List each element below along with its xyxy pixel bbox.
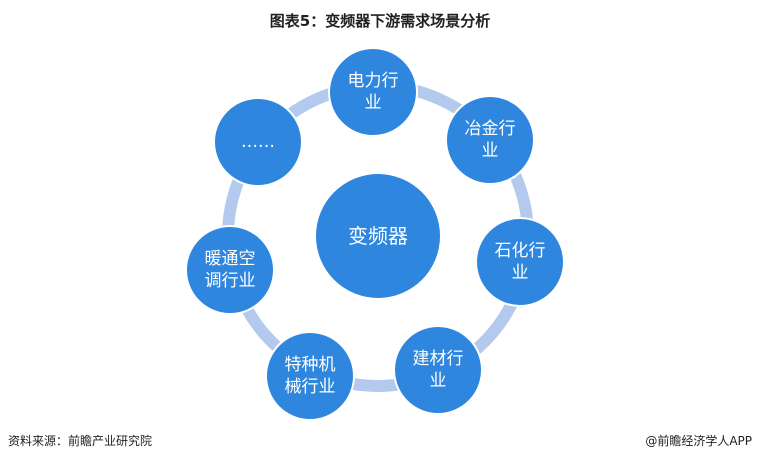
outer-node-label: 建材行 <box>413 349 464 369</box>
outer-node-label: 业 <box>430 371 447 391</box>
figure-title: 图表5：变频器下游需求场景分析 <box>269 12 491 30</box>
outer-node-label: …… <box>241 132 275 152</box>
outer-node-label: 石化行 <box>495 241 546 261</box>
outer-node: …… <box>213 97 303 187</box>
outer-node-label: 业 <box>365 93 382 113</box>
outer-node-label: 调行业 <box>205 271 256 291</box>
outer-node-label: 械行业 <box>285 377 336 397</box>
brand-note: @前瞻经济学人APP <box>645 434 752 448</box>
center-node-label: 变频器 <box>348 224 408 248</box>
outer-node-label: 业 <box>512 263 529 283</box>
outer-node-label: 业 <box>482 141 499 161</box>
outer-node-label: 冶金行 <box>465 119 516 139</box>
source-note: 资料来源：前瞻产业研究院 <box>8 434 153 448</box>
outer-node-label: 电力行 <box>348 71 399 91</box>
outer-node-label: 特种机 <box>285 355 336 375</box>
center-node: 变频器 <box>316 174 440 298</box>
outer-node-label: 暖通空 <box>205 249 256 269</box>
